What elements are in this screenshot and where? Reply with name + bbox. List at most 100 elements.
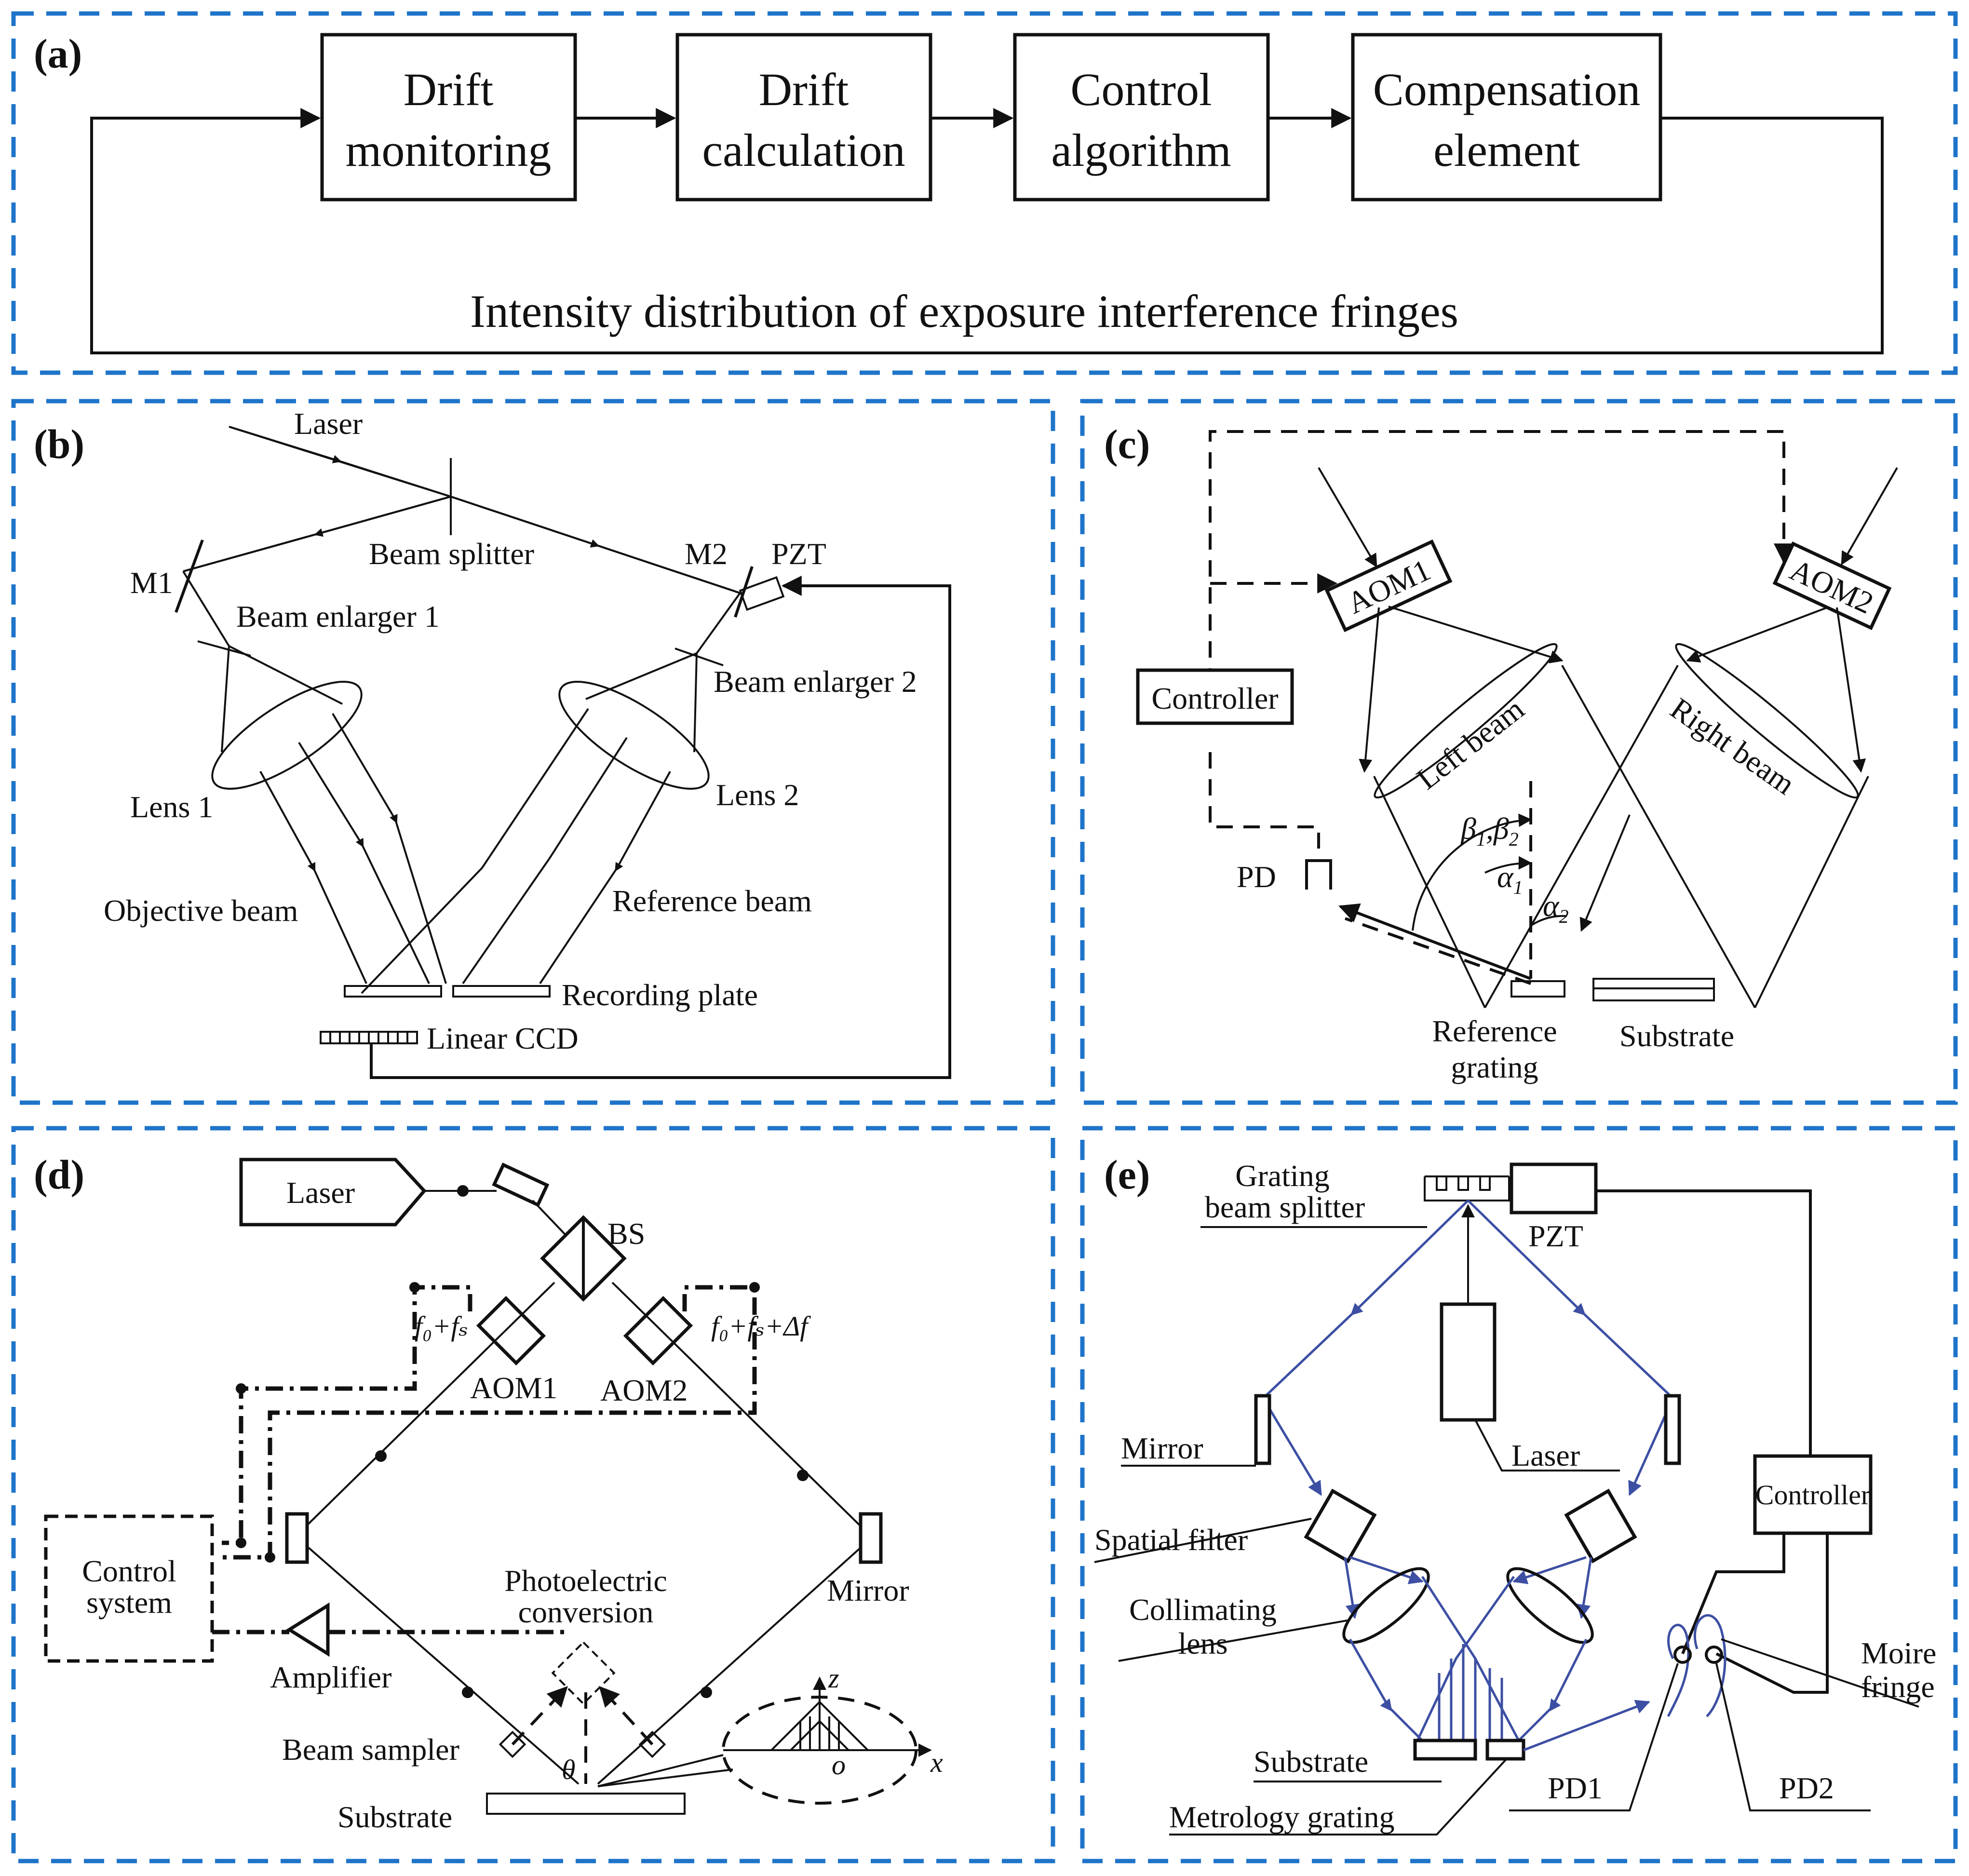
- ctrl-node-3: [236, 1383, 246, 1394]
- label-amplifier: Amplifier: [270, 1660, 391, 1694]
- label-pd1: PD1: [1548, 1771, 1603, 1805]
- metrology-leader: [1169, 1758, 1508, 1836]
- moire-fringe-lobe-1: [1667, 1623, 1690, 1717]
- ctrl-node-2: [749, 1282, 760, 1293]
- interference-fringe-lines: [1438, 1644, 1503, 1741]
- left-mirror-d: [285, 1512, 309, 1564]
- aom2-to-right-lens-b: [1836, 607, 1866, 773]
- block-control-algorithm-line1: Control: [1070, 64, 1212, 115]
- amplifier-triangle: [286, 1602, 330, 1657]
- enlarger2-right-ray: [693, 653, 698, 753]
- diffracted-beam-dashed: [1345, 917, 1531, 985]
- lens-1: [211, 681, 363, 790]
- label-axis-z: z: [828, 1662, 839, 1694]
- aom1-box-c: [1324, 539, 1453, 633]
- feedback-label: Intensity distribution of exposure inter…: [470, 285, 1458, 337]
- label-pzt-e: PZT: [1528, 1219, 1583, 1253]
- label-pzt-b: PZT: [771, 537, 826, 571]
- controller-to-pd1: [1681, 1533, 1785, 1655]
- block-drift-calculation: [675, 33, 932, 202]
- block-control-algorithm-line2: algorithm: [1051, 124, 1231, 176]
- recording-plate-right: [452, 985, 551, 998]
- substrate-d: [486, 1793, 686, 1815]
- enlarger1-right-ray: [229, 645, 343, 705]
- pzt-element-b: [739, 576, 785, 611]
- collimating-lens-left: [1342, 1567, 1430, 1644]
- aom1-to-left-lens-b: [1388, 606, 1564, 663]
- ctrl-node-1: [409, 1282, 420, 1293]
- label-substrate-c: Substrate: [1619, 1019, 1734, 1053]
- fringe-pattern: [770, 1701, 869, 1751]
- label-controller-e: Controller: [1755, 1479, 1870, 1511]
- pd1-circle: [1673, 1646, 1692, 1664]
- beam-arrow-markers-b3: [450, 496, 741, 594]
- input-beam-aom2: [1841, 467, 1898, 566]
- blue-left-beam-upper: [1262, 1200, 1469, 1399]
- label-lens-2: Lens 2: [716, 778, 799, 812]
- pd-to-controller-dashed: [1209, 752, 1320, 849]
- grating-beam-splitter: [1424, 1175, 1510, 1201]
- photoelectric-converter: [551, 1641, 616, 1705]
- label-grating-bs-1: Grating: [1235, 1159, 1330, 1193]
- label-m1: M1: [130, 566, 173, 600]
- beam-dot-d4: [462, 1687, 473, 1698]
- label-controller-c: Controller: [1151, 681, 1278, 715]
- ctrl-node-5: [265, 1552, 275, 1563]
- blue-diffracted-to-pd: [1523, 1700, 1650, 1752]
- label-theta: θ: [562, 1754, 576, 1785]
- label-m2: M2: [685, 537, 728, 571]
- m1-to-enlarger1: [182, 570, 230, 647]
- lens-2: [558, 681, 710, 790]
- block-drift-monitoring: [320, 33, 577, 202]
- sampler-right-to-photo: [599, 1686, 654, 1746]
- label-beam-splitter: Beam splitter: [369, 537, 534, 571]
- label-beta: β1,β2: [1460, 811, 1519, 850]
- panel-e-frame: [1080, 1126, 1958, 1863]
- reference-beam-left: [361, 708, 589, 994]
- right-mirror-to-substrate: [597, 1547, 862, 1785]
- label-recording-plate: Recording plate: [562, 978, 758, 1012]
- ccd-feedback-to-pzt: [370, 576, 951, 1079]
- laser-box-d: [239, 1158, 427, 1227]
- zoom-line-1: [597, 1754, 724, 1787]
- recording-plate-left: [344, 985, 442, 998]
- pd-detector-c: [1305, 859, 1332, 890]
- label-mirror-d: Mirror: [827, 1573, 909, 1607]
- panel-e: (e) Grating beam splitter PZT Laser Mirr…: [1080, 1126, 1958, 1863]
- angle-arc-alpha1: [1484, 856, 1532, 874]
- pd1-leader: [1509, 1663, 1679, 1811]
- panel-b-frame: [11, 399, 1055, 1105]
- label-grating-bs-2: beam splitter: [1205, 1190, 1365, 1224]
- label-aom1-d: AOM1: [470, 1371, 557, 1405]
- label-axis-x: x: [930, 1747, 943, 1778]
- label-pd-c: PD: [1237, 860, 1276, 894]
- panel-a-frame: [11, 11, 1958, 375]
- label-reference-grating-1: Reference: [1432, 1014, 1557, 1048]
- moire-leader: [1721, 1638, 1919, 1708]
- blue-right-lens-to-substrate-b: [1416, 1576, 1515, 1741]
- label-freq1: f₀+fₛ: [415, 1310, 468, 1342]
- label-freq2: f₀+fₛ+Δf: [711, 1310, 811, 1342]
- beam-splitter-cube: [540, 1215, 627, 1302]
- input-beam-aom1: [1318, 467, 1377, 568]
- enlarger-2-element: [674, 648, 724, 666]
- panel-d-letter: (d): [34, 1151, 84, 1198]
- panel-c: (c) Controller AOM1 AOM2 Left beam Right…: [1080, 399, 1958, 1105]
- label-mirror-e: Mirror: [1121, 1431, 1203, 1465]
- beam-dot-d1: [457, 1185, 469, 1197]
- probe-beam-in: [1579, 814, 1631, 932]
- pzt-to-controller-line: [1596, 1189, 1812, 1456]
- substrate-e: [1413, 1739, 1477, 1761]
- panel-e-letter: (e): [1104, 1151, 1150, 1198]
- blue-left-to-filter: [1262, 1397, 1322, 1496]
- label-laser-e: Laser: [1511, 1438, 1580, 1472]
- panel-a: (a) Drift monitoring Drift calculation C…: [11, 11, 1958, 375]
- panel-c-frame: [1080, 399, 1958, 1105]
- label-laser-b: Laser: [294, 406, 363, 441]
- label-metrology-grating: Metrology grating: [1169, 1800, 1394, 1834]
- panel-d: (d) Laser BS AOM1 AOM2 f₀+fₛ f₀+fₛ+Δf: [11, 1126, 1055, 1863]
- mirror-m2: [734, 566, 754, 618]
- aom2-cube-d: [623, 1296, 693, 1366]
- block-drift-monitoring-line2: monitoring: [346, 124, 552, 176]
- beam-arrow-markers-b: [229, 426, 451, 498]
